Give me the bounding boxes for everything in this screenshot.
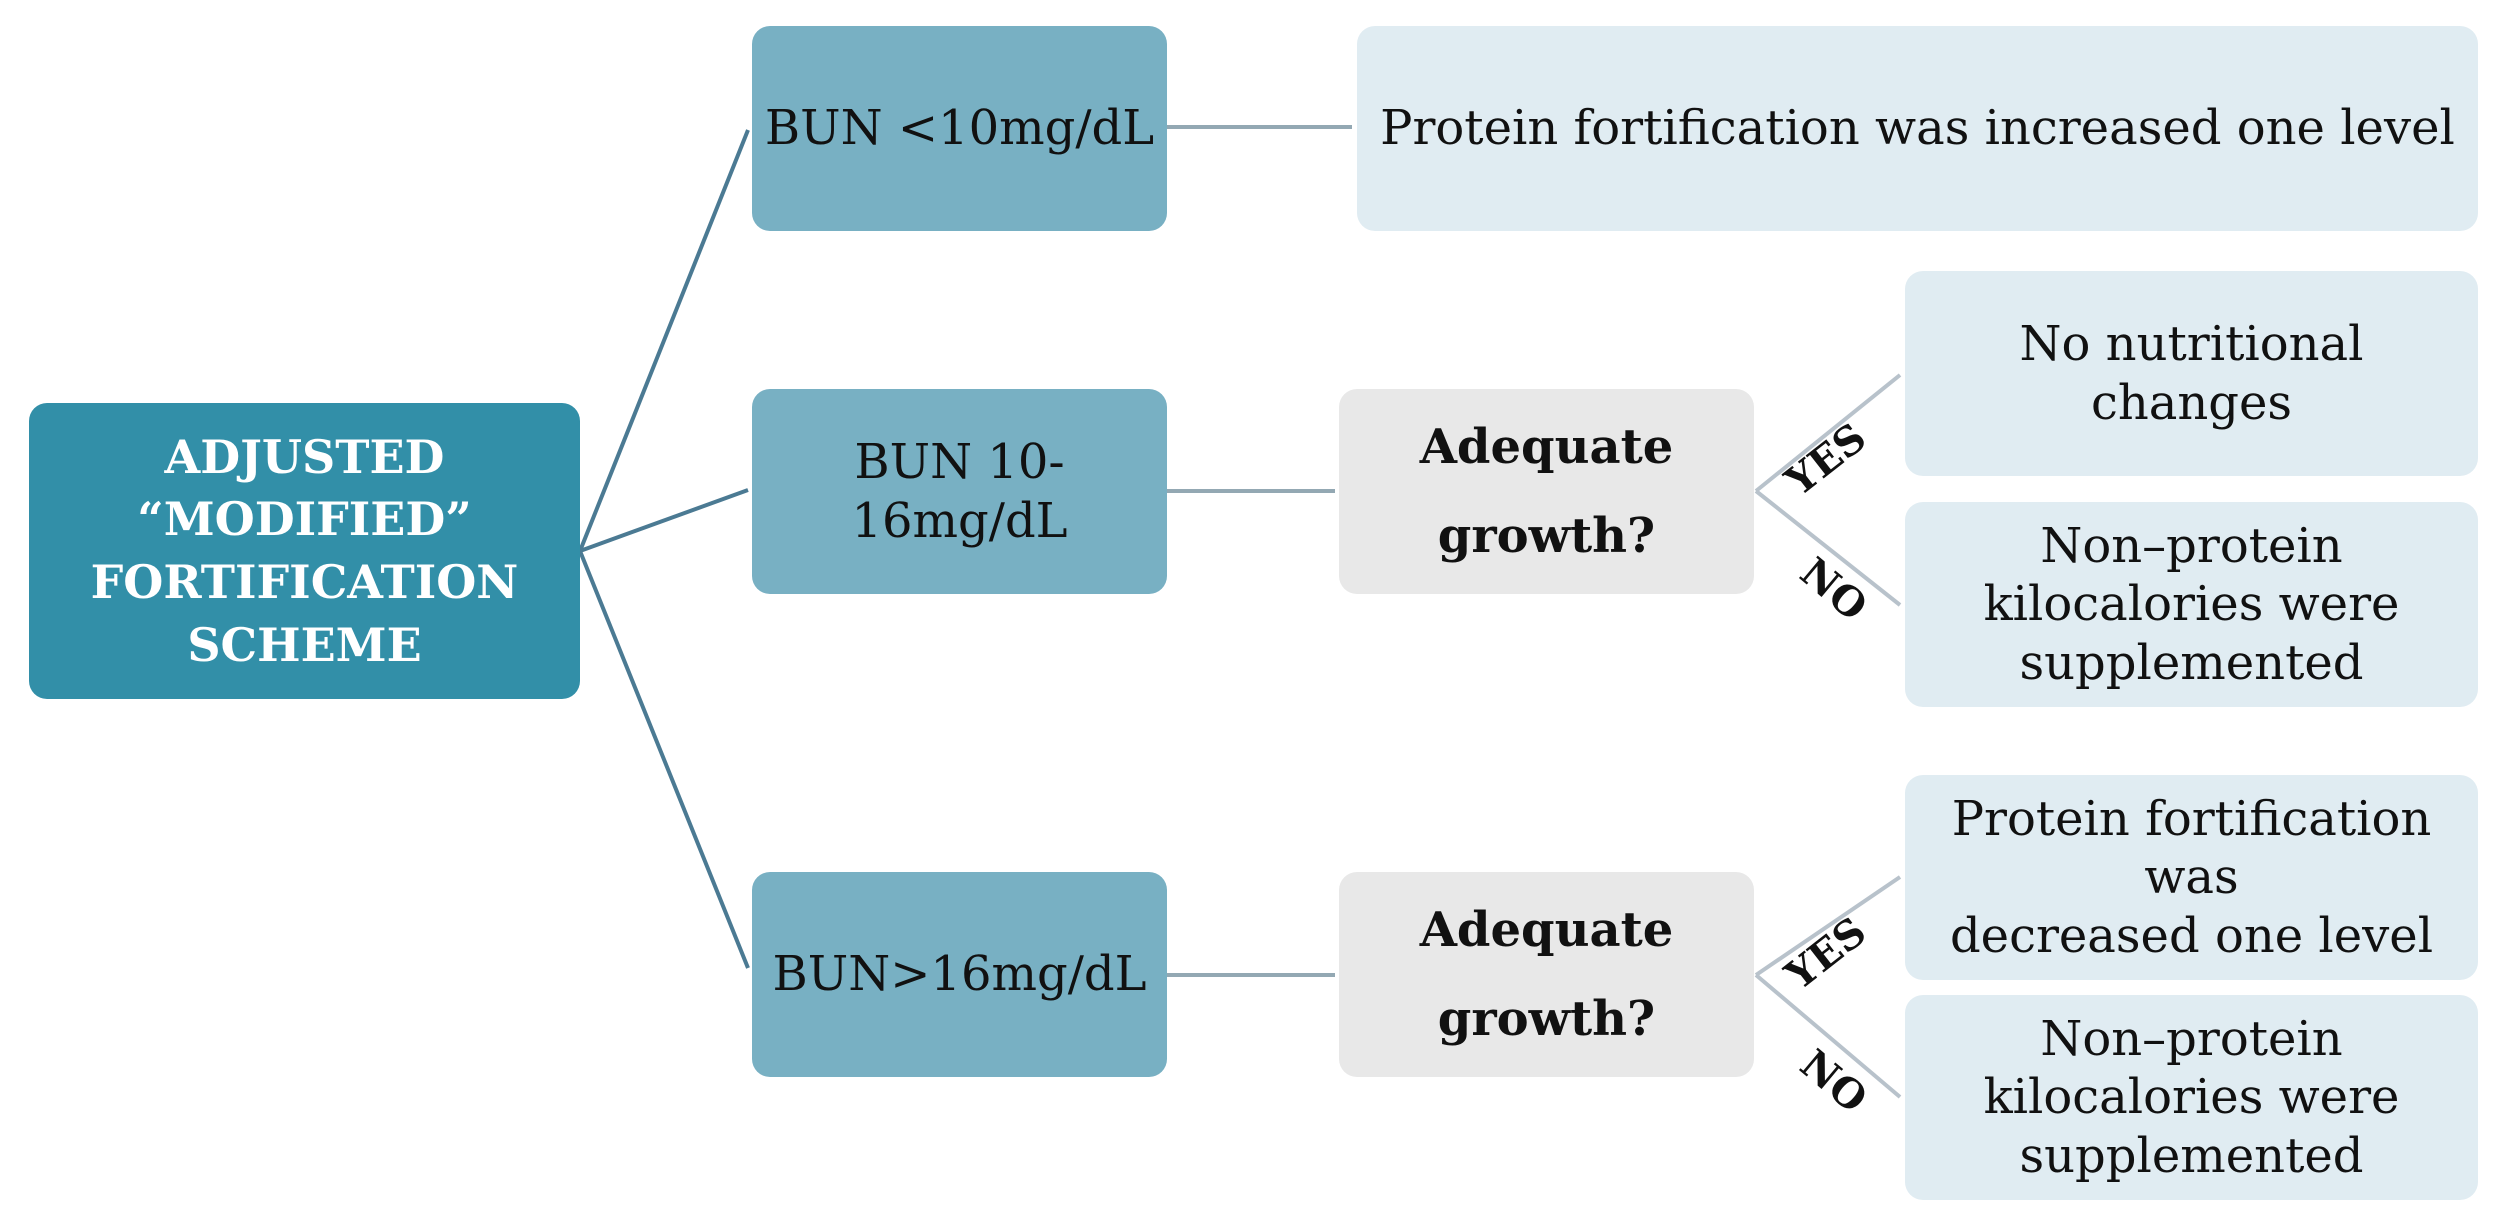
outcome-low-bun-box: Protein fortification was increased one … xyxy=(1357,26,2478,231)
connector-root-to-bun-low xyxy=(578,129,750,552)
outcome-line: decreased one level xyxy=(1949,907,2434,964)
outcome-line: Non–protein xyxy=(2040,1010,2343,1067)
root-line: FORTIFICATION xyxy=(90,555,519,609)
root-line: SCHEME xyxy=(187,617,422,672)
bun-high-label: BUN>16mg/dL xyxy=(772,946,1147,1003)
question-line: Adequate xyxy=(1419,901,1674,958)
outcome-high-yes-box: Protein fortification was decreased one … xyxy=(1905,775,2478,980)
outcome-line: supplemented xyxy=(2019,1127,2364,1184)
outcome-line: Non–protein xyxy=(2040,517,2343,574)
outcome-mid-yes-box: No nutritional changes xyxy=(1905,271,2478,476)
outcome-low-bun-text: Protein fortification was increased one … xyxy=(1380,100,2455,157)
connector-q2-yes xyxy=(1754,875,1902,977)
bun-high-box: BUN>16mg/dL xyxy=(752,872,1167,1077)
outcome-line: kilocalories were xyxy=(1983,1069,2400,1126)
outcome-mid-no-box: Non–protein kilocalories were supplement… xyxy=(1905,502,2478,707)
connector-root-to-bun-mid xyxy=(579,488,749,553)
outcome-line: supplemented xyxy=(2019,634,2364,691)
outcome-line: Protein fortification was xyxy=(1951,790,2432,906)
bun-mid-box: BUN 10-16mg/dL xyxy=(752,389,1167,594)
connector-q1-no xyxy=(1754,489,1902,607)
question-line: Adequate xyxy=(1419,418,1674,475)
bun-low-label: BUN <10mg/dL xyxy=(764,100,1155,157)
bun-low-box: BUN <10mg/dL xyxy=(752,26,1167,231)
question-line: growth? xyxy=(1437,507,1656,564)
outcome-high-no-box: Non–protein kilocalories were supplement… xyxy=(1905,995,2478,1200)
connector-q1-yes xyxy=(1754,373,1902,493)
root-scheme-box: ADJUSTED “MODIFIED” FORTIFICATION SCHEME xyxy=(29,403,580,699)
connector-q2-no xyxy=(1754,973,1902,1099)
question-line: growth? xyxy=(1437,990,1656,1047)
outcome-mid-yes-text: No nutritional changes xyxy=(2019,315,2364,431)
outcome-line: kilocalories were xyxy=(1983,576,2400,633)
root-line: ADJUSTED xyxy=(164,429,445,484)
root-line: “MODIFIED” xyxy=(137,492,472,547)
question-mid-box: Adequate growth? xyxy=(1339,389,1754,594)
bun-mid-label: BUN 10-16mg/dL xyxy=(851,433,1068,549)
connector-root-to-bun-high xyxy=(578,550,750,969)
question-high-box: Adequate growth? xyxy=(1339,872,1754,1077)
